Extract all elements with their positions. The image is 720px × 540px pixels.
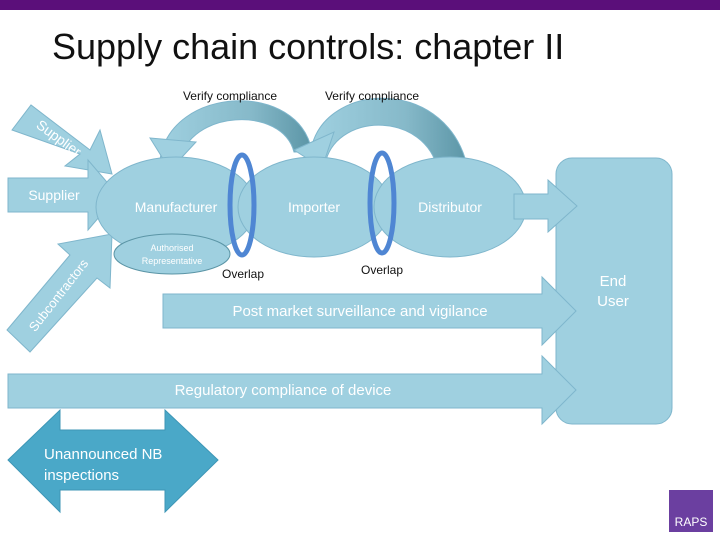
authorised-label-line2: Representative (142, 256, 203, 266)
regulatory-label: Regulatory compliance of device (175, 382, 392, 399)
end-user-box (555, 157, 673, 425)
authorised-label-line1: Authorised (150, 243, 193, 253)
raps-logo: RAPS (669, 490, 713, 532)
nb-inspections-label-line2: inspections (44, 467, 119, 484)
supplier-diagonal-arrow (11, 104, 113, 175)
raps-logo-text: RAPS (674, 515, 708, 529)
overlap-ring-left (227, 152, 257, 258)
distributor-label: Distributor (418, 199, 482, 215)
verify-compliance-left-label: Verify compliance (183, 89, 277, 103)
post-market-arrow (162, 275, 577, 347)
regulatory-arrow (7, 354, 577, 426)
nb-inspections-arrow (7, 408, 219, 514)
top-bar (0, 0, 720, 10)
verify-compliance-right-label: Verify compliance (325, 89, 419, 103)
subcontractors-arrow (6, 233, 113, 353)
authorised-representative-ellipse (113, 233, 231, 275)
overlap-right-label: Overlap (361, 263, 403, 277)
supplier-label: Supplier (28, 187, 80, 203)
post-market-label: Post market surveillance and vigilance (232, 303, 487, 320)
importer-label: Importer (288, 199, 340, 215)
verify-arc-left-head (149, 137, 198, 171)
end-user-label-line1: End (600, 273, 627, 290)
slide-title: Supply chain controls: chapter II (52, 26, 565, 67)
manufacturer-label: Manufacturer (135, 199, 218, 215)
nb-inspections-label-line1: Unannounced NB (44, 446, 162, 463)
distributor-to-end-user-arrow (513, 178, 578, 234)
overlap-ring-right (367, 150, 397, 256)
overlap-left-label: Overlap (222, 267, 264, 281)
end-user-label-line2: User (597, 293, 629, 310)
